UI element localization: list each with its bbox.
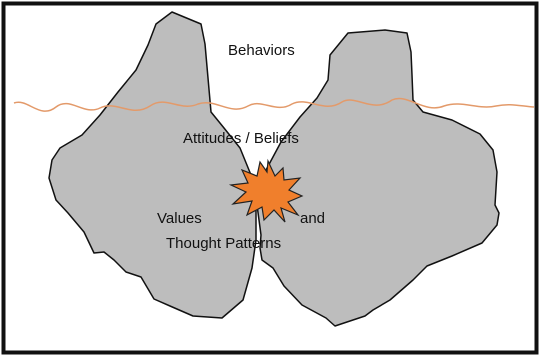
left-iceberg: [49, 12, 256, 318]
waterline: [14, 99, 534, 112]
label-behaviors: Behaviors: [228, 42, 295, 59]
right-iceberg: [257, 30, 499, 326]
label-values: Values: [157, 210, 202, 227]
label-and: and: [300, 210, 325, 227]
label-attitudes-beliefs: Attitudes / Beliefs: [183, 130, 299, 147]
label-thought-patterns: Thought Patterns: [166, 235, 281, 252]
